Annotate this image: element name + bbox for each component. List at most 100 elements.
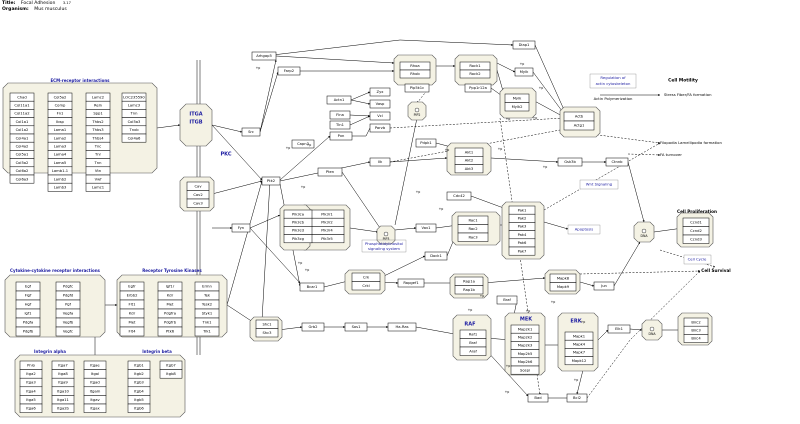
ecm-col0-7-label: Col5a1 [16,153,29,157]
pak-4-label: Pak6 [518,241,527,245]
akt-1-label: Akt2 [465,159,473,163]
plus-p-20: +p [307,143,312,147]
plus-p-19: +p [543,165,548,169]
rtk-col1-4-label: Pdgfrb [164,321,177,325]
itga-label: ITGA [189,112,202,118]
integ-col2-1-label: Itgal [91,372,99,376]
rtk-col2-5-box [194,326,220,337]
birc-0-label: Birc2 [691,320,700,324]
mek-2-label: Map2k3 [518,344,533,348]
ccnd-1-label: Ccnd2 [690,229,702,233]
bcar1-box [299,282,325,292]
ecm-col0-6-label: Col4a2 [16,145,29,149]
ecm-col1-4-label: Lama1 [54,128,67,132]
cyt-col1-4-label: Vegfb [63,321,74,325]
integrin-beta-title: Integrin beta [142,349,172,354]
cell-prolif-label: Cell Proliferation [677,209,717,214]
edge [211,180,263,195]
plus-p-18: +p [581,320,586,324]
rtk-col1-3-label: Pdgfra [164,312,176,316]
mapk8-0-label: Mapk8 [557,276,570,280]
integ-col0-1-label: Itga2 [26,372,35,376]
ecm-col2-10-label: Vwf [95,177,103,181]
plus-p-2: +p [301,185,306,189]
plus-p-21: +p [468,308,473,312]
shc-1-label: Shc3 [262,331,272,335]
rac-2-box [457,232,489,242]
erk-0-label: Mapk1 [573,334,585,338]
edge [579,281,595,287]
ecm-col1-6-label: Lama3 [54,145,67,149]
hras-box [387,322,417,332]
rho-1-label: Rhob [410,72,420,76]
ecm-col2-6-label: Tnc [94,145,102,149]
bcl2-box [566,393,588,403]
edge [627,161,645,223]
ecm-col2-9-label: Vtn [95,169,102,173]
mylk-0-label: Mylk [513,96,522,100]
crk-1-box [351,281,381,291]
reg-actin-frame [589,73,637,89]
integ-col1-2-label: Itga9 [58,381,68,385]
pik3-0-label: Pik3ca [292,212,304,216]
rtk-col2-4-label: Tnk1 [201,321,211,325]
grb2-box [301,322,325,332]
actn1-box [326,95,352,105]
pip5k1c-box [404,83,430,93]
ecm-col1-3-label: Ibsp [56,120,64,124]
pak-5-box [508,246,536,256]
title-value: Focal Adhesion [20,1,56,6]
erk-3-label: Mapk12 [572,359,587,363]
cav-2-label: Cav3 [193,201,203,205]
ecm-col2-2-label: Spp1 [93,112,102,116]
integ-col4-0-label: Itgb7 [166,364,176,368]
akt-2-box [454,164,484,174]
rock-1-label: Rock2 [469,72,480,76]
cyt-col1-0-label: Pdgfc [63,285,73,289]
erk-2-label: Mapk7 [573,351,586,355]
ecm-col0-4-label: Col1a2 [16,128,29,132]
cyt-col0-2-label: Hgf [25,303,32,307]
mapk8-1-label: Mapk9 [557,285,570,289]
integrin-alpha-title: Integrin alpha [34,349,66,354]
edge [249,227,301,284]
ptk2-label: Ptk2 [267,179,275,183]
ppp1r12a-box [464,83,492,93]
erk-label: ERK [570,319,582,325]
rap-1-box [454,285,484,295]
erk-3-box [564,356,594,366]
raf-1-label: Braf [469,341,477,345]
rapgef1-label: Rapgef1 [403,281,418,285]
ecm-col0-10-label: Col6a3 [16,177,29,181]
braf-label: Braf [503,298,511,302]
edge [341,171,381,229]
ecm-col2-7-label: Tnr [94,153,102,157]
cyt-col0-3-label: Igf1 [24,312,31,316]
jun-box [593,281,615,291]
stress-fiber-label: Stress Fiber/FA formation [664,92,712,97]
rho-1-box [399,69,431,79]
edge [226,180,263,306]
edge [543,221,569,230]
dna1-ring [641,228,647,234]
rtk-col0-4-label: Met [129,321,136,325]
ppp1r12a-label: Ppp1r12a [469,86,487,90]
ecm-col3-1-label: Lamc3 [128,104,141,108]
rho-0-label: Rhoa [410,64,419,68]
pik3r-0-label: Pik3r1 [321,212,333,216]
actin-poly-label: Actin Polymerization [594,96,633,101]
cyt-col0-5-label: Pdgfb [23,330,34,334]
integ-col1-5-box [51,403,75,413]
edge [349,227,379,233]
plus-p-22: +p [551,300,556,304]
integ-col0-5-label: Itga6 [26,407,36,411]
raf-0-label: Raf1 [469,332,477,336]
rtk-col2-1-label: Tek [203,294,211,298]
arhgap5-box [251,51,277,61]
pip-system-frame [361,239,407,253]
ecm-col3-5-box [121,133,147,143]
grb2-label: Grb2 [308,325,317,329]
ecm-col1-9-label: Lamb1-1 [52,169,68,173]
integ-col3-4-label: Itgb5 [134,398,144,402]
plus-p-16: +p [505,390,510,394]
